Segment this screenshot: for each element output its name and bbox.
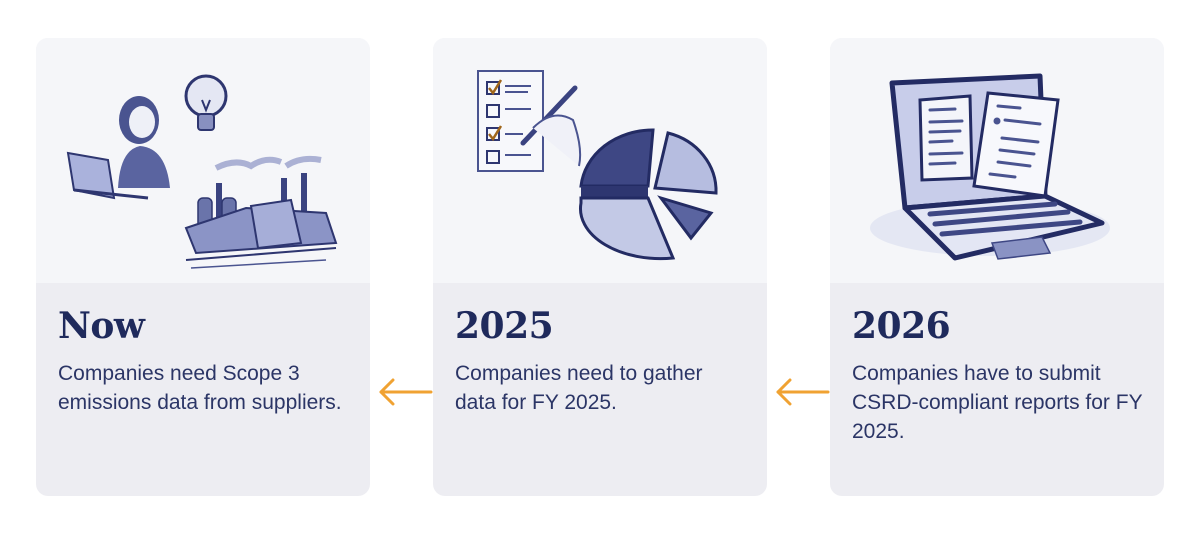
- timeline-card-now: Now Companies need Scope 3 emissions dat…: [36, 38, 370, 496]
- card-body: Now Companies need Scope 3 emissions dat…: [58, 303, 352, 417]
- pen-icon: [520, 85, 578, 146]
- card-title: 2026: [852, 305, 951, 347]
- laptop-documents-illustration: [830, 38, 1164, 283]
- timeline-card-2025: 2025 Companies need to gather data for F…: [433, 38, 767, 496]
- card-title: 2025: [455, 305, 554, 347]
- document-icon: [918, 91, 1060, 198]
- arrow-left-icon: [379, 378, 433, 406]
- checklist-pie-chart-illustration: [433, 38, 767, 283]
- card-description: Companies need to gather data for FY 202…: [455, 362, 703, 414]
- factory-icon: [184, 155, 338, 269]
- pie-chart-icon: [579, 128, 718, 261]
- laptop-icon: [66, 151, 116, 200]
- person-laptop-factory-illustration: [36, 38, 370, 283]
- card-description: Companies need Scope 3 emissions data fr…: [58, 362, 342, 414]
- illustration-svg: [477, 70, 718, 261]
- illustration-svg: [870, 73, 1110, 261]
- arrow-left-icon: [776, 378, 830, 406]
- illustration-svg: [66, 74, 338, 269]
- card-body: 2026 Companies have to submit CSRD-compl…: [852, 303, 1146, 446]
- card-body: 2025 Companies need to gather data for F…: [455, 303, 749, 417]
- checklist-icon: [477, 70, 544, 172]
- timeline-card-2026: 2026 Companies have to submit CSRD-compl…: [830, 38, 1164, 496]
- card-description: Companies have to submit CSRD-compliant …: [852, 362, 1143, 443]
- card-title: Now: [58, 305, 145, 347]
